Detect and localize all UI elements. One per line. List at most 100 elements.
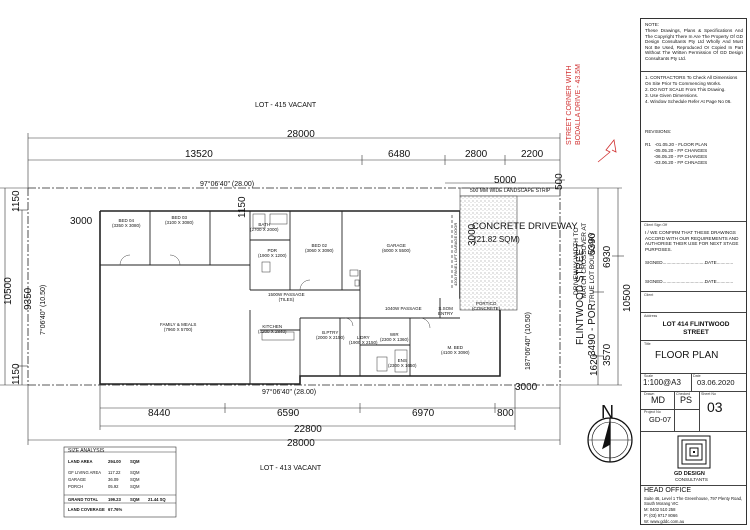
instruction-2: 2. DO NOT SCALE From This Drawing.: [645, 87, 726, 92]
room-laundry: L'DRY(1900 X 2150): [349, 335, 378, 346]
scale-value: 1:100@A3: [643, 378, 681, 387]
room-bed-02: BED 02(3060 X 3090): [305, 243, 334, 254]
signoff-label: Client Sign Off: [644, 223, 668, 227]
dim-right-1620: 1620: [589, 353, 600, 376]
signed-line-2: SIGNED.................................D…: [645, 279, 734, 284]
revision-2: -05.05.20 - FP CHANGES: [645, 148, 708, 153]
drawn-value: MD: [651, 395, 665, 405]
lot-415-label: LOT - 415 VACANT: [255, 102, 317, 109]
project-address: LOT 414 FLINTWOOD STREET: [662, 321, 730, 337]
dim-bottom-6590: 6590: [277, 408, 300, 419]
room-bath: BATH(2700 X 2000): [250, 222, 279, 233]
revision-3: -06.05.20 - FP CHANGES: [645, 154, 708, 159]
dim-right-3570: 3570: [602, 343, 613, 366]
room-wir: WIR(2300 X 1360): [380, 332, 409, 343]
street-corner-label-2: BODALLA DRIVE - 43.5M: [575, 64, 582, 145]
office-mobile: M: 0402 510 258: [644, 507, 676, 512]
room-ens: ENS(2300 X 1650): [388, 358, 417, 369]
dim-driveway-5000: 5000: [494, 175, 517, 186]
checked-value: PS: [680, 395, 693, 405]
dim-right-10500: 10500: [622, 284, 633, 312]
dim-left-10500: 10500: [3, 277, 14, 305]
size-analysis-title: SIZE ANALYSIS: [68, 448, 105, 454]
dim-right-5390: 5390: [587, 232, 598, 255]
revision-4: -03.06.20 - FP CHNAGES: [645, 160, 708, 165]
site-plan-drawing: [0, 133, 633, 518]
bearing-left: 7°06'40" (10.50): [40, 284, 47, 335]
dim-right-500: 500: [554, 173, 565, 190]
dim-bottom-6970: 6970: [412, 408, 435, 419]
drawn-label: Drawn: [644, 392, 655, 396]
street-corner-label-1: STREET CORNER WITH: [566, 65, 573, 145]
office-web: W: www.gddc.com.au: [644, 519, 685, 524]
dim-bottom-800: 800: [497, 408, 514, 419]
date-label: Date: [693, 374, 701, 378]
dim-right-3490: 3490 - POR.: [587, 300, 598, 356]
logo-subtitle: CONSULTANTS: [675, 477, 708, 482]
scale-label: Scale: [644, 374, 653, 378]
office-address: Suite 46, Level 1 The Greenhouse, 797 Pl…: [644, 496, 743, 507]
dim-left-9350: 9350: [23, 287, 34, 310]
title-label: Title: [644, 342, 651, 346]
landscape-strip-label: 500 MM WIDE LANDSCAPE STRIP: [470, 188, 551, 194]
client-label: Client: [644, 293, 654, 297]
garage-door-label: 4200 PANEL LIFT GARAGE DOOR: [453, 222, 458, 286]
office-phone: P: (03) 9717 8066: [644, 513, 678, 518]
title-block: NOTE: These Drawings, Plans & Specificat…: [640, 18, 747, 525]
concrete-driveway-area: [459, 195, 518, 311]
dim-right-6930: 6930: [602, 245, 613, 268]
dim-top-13520: 13520: [185, 149, 213, 160]
note-title: NOTE:: [645, 22, 660, 27]
room-family-meals: FAMILY & MEALS(7960 X 5700): [160, 322, 197, 333]
room-bed-03: BED 03(3100 X 3080): [165, 215, 194, 226]
project-no-value: GD-07: [649, 415, 672, 424]
room-kitchen: KITCHEN(3200 X 2840): [258, 324, 287, 335]
dim-top-28000: 28000: [287, 129, 315, 140]
revision-1: R1 -01.05.20 - FLOOR PLAN: [645, 142, 708, 147]
note-text: These Drawings, Plans & Specifications A…: [645, 28, 743, 61]
bearing-bottom: 97°06'40" (28.00): [262, 389, 317, 396]
dim-bottom-22800: 22800: [294, 424, 322, 435]
address-label: Address: [644, 314, 658, 318]
north-arrow: [587, 417, 633, 463]
logo-name: GD DESIGN: [674, 471, 705, 477]
signed-line-1: SIGNED.................................D…: [645, 260, 734, 265]
date-value: 03.06.2020: [697, 378, 735, 387]
driveway-area-label: (21.82 SQM): [474, 235, 520, 244]
dim-bottom-28000: 28000: [287, 438, 315, 449]
dim-setback-3000-left: 3000: [70, 216, 93, 227]
room-master-bed: M. BED(4100 X 3090): [441, 345, 470, 356]
project-no-label: Project No: [644, 410, 661, 414]
head-office-label: HEAD OFFICE: [644, 487, 692, 494]
bearing-right: 187°06'40" (10.50): [525, 312, 532, 370]
dim-top-2200: 2200: [521, 149, 544, 160]
north-label: N: [601, 402, 614, 422]
dim-bottom-8440: 8440: [148, 408, 171, 419]
confirm-text: I / WE CONFIRM THAT THESE DRAWINGS ACCOR…: [645, 230, 739, 252]
room-1500w-passage: 1500W PASSAGE(TILES): [268, 292, 305, 303]
checked-label: Checked: [676, 392, 691, 396]
room-1040w-passage: 1040W PASSAGE: [385, 306, 422, 311]
room-bed-04: BED 04(3350 X 3080): [112, 218, 141, 229]
lot-413-label: LOT - 413 VACANT: [260, 465, 322, 472]
gd-design-logo: [677, 435, 711, 469]
room-pdr: PDR(1900 X 1200): [258, 248, 287, 259]
revisions-title: REVISIONS:: [645, 129, 672, 134]
room-bptry: B.PTRY(2000 X 2150): [316, 330, 345, 341]
driveway-note-1: DRIVEWAY WIDTH TO: [573, 227, 580, 295]
dim-top-6480: 6480: [388, 149, 411, 160]
sheet-value: 03: [707, 399, 723, 415]
dim-top-2800: 2800: [465, 149, 488, 160]
instruction-3: 3. Use Given Dimensions.: [645, 93, 699, 98]
room-portico: PORTICO(CONCRETE): [472, 301, 501, 312]
room-garage: GARAGE(6000 X 5500): [382, 243, 411, 254]
concrete-driveway-label: CONCRETE DRIVEWAY: [472, 221, 578, 232]
instruction-4: 4. Window Schedule Refer At Page No 06.: [645, 99, 732, 104]
dim-left-1150-top: 1150: [11, 190, 22, 212]
instruction-1: 1. CONTRACTORS To Check All Dimensions O…: [645, 75, 738, 86]
dim-setback-3000-bottom: 3000: [515, 382, 538, 393]
bearing-top: 97°06'40" (28.00): [200, 181, 255, 188]
drawing-title: FLOOR PLAN: [655, 350, 719, 361]
dim-1150-mid: 1150: [237, 196, 248, 218]
